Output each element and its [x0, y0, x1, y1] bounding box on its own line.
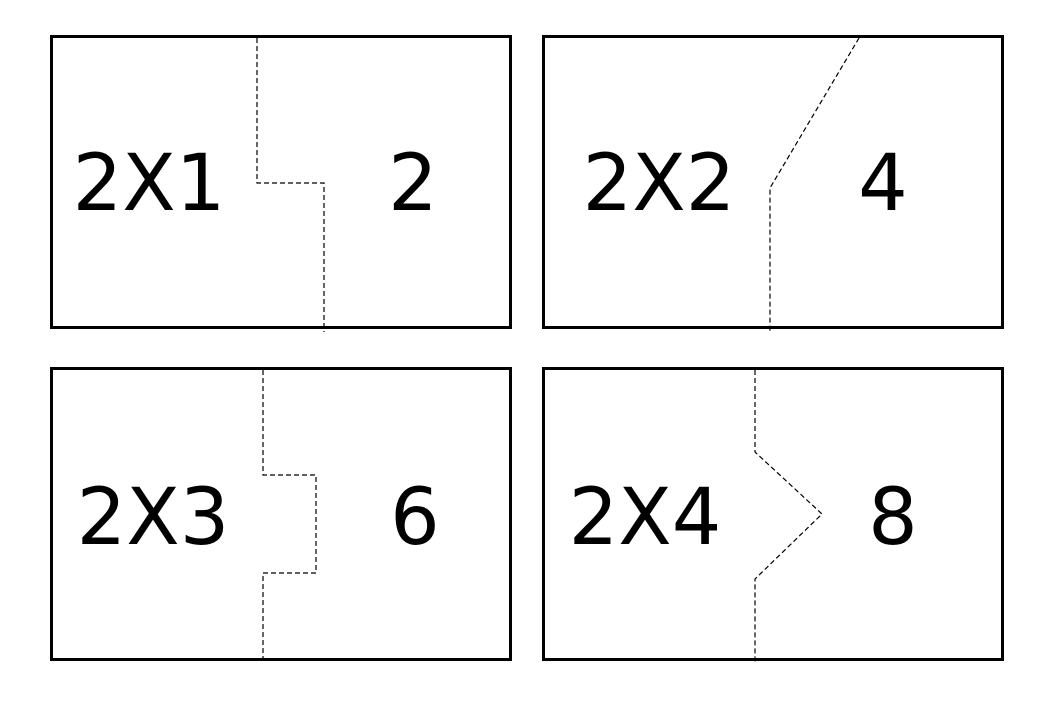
question-label: 2X2 [582, 139, 736, 229]
question-label: 2X1 [72, 139, 226, 229]
answer-label: 4 [858, 139, 908, 229]
puzzle-card-1: 2X1 2 [50, 35, 512, 332]
cut-line-notch [262, 370, 317, 664]
cut-line-step [256, 38, 325, 332]
answer-label: 6 [390, 473, 440, 563]
question-label: 2X3 [76, 473, 230, 563]
puzzle-card-3: 2X3 6 [50, 367, 512, 664]
cut-line-slant [769, 37, 860, 332]
question-label: 2X4 [568, 473, 722, 563]
answer-label: 2 [388, 139, 438, 229]
answer-label: 8 [868, 473, 918, 563]
puzzle-card-4: 2X4 8 [542, 367, 1004, 664]
puzzle-card-2: 2X2 4 [542, 35, 1004, 332]
